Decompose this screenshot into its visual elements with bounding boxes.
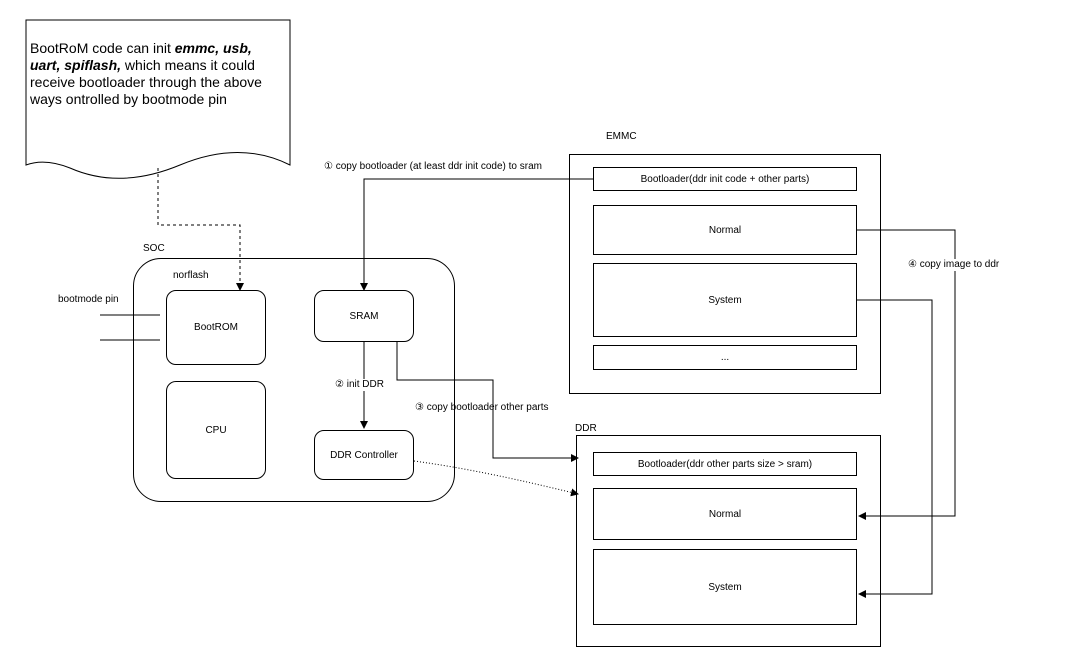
soc-title: SOC [143, 243, 165, 254]
note-bold-1: emmc, usb, [174, 40, 252, 56]
emmc-more-partition: ... [593, 345, 857, 370]
emmc-title: EMMC [606, 131, 637, 142]
step2-label: ② init DDR [335, 379, 384, 391]
step3-label: ③ copy bootloader other parts [415, 402, 549, 413]
bootrom-block: BootROM [166, 290, 266, 365]
note-text-1: BootRoM code can init [30, 40, 175, 56]
ddr-controller-to-ddr-connector [413, 460, 579, 497]
ddr-system-region: System [593, 549, 857, 625]
ddr-normal-region: Normal [593, 488, 857, 540]
emmc-normal-partition: Normal [593, 205, 857, 255]
note-to-bootrom-connector [157, 168, 244, 291]
norflash-label: norflash [173, 270, 209, 281]
step4-label: ④ copy image to ddr [908, 259, 1000, 271]
step4-normal-connector [857, 229, 956, 520]
emmc-bootloader-partition: Bootloader(ddr init code + other parts) [593, 167, 857, 191]
step3-connector [396, 342, 579, 462]
sram-block: SRAM [314, 290, 414, 342]
bootrom-note: BootRoM code can init emmc, usb, uart, s… [30, 40, 280, 108]
emmc-system-partition: System [593, 263, 857, 337]
ddr-title: DDR [575, 423, 597, 434]
step1-connector [360, 178, 593, 291]
emmc-container [569, 154, 881, 394]
note-text-2: which means it could receive bootloader … [30, 57, 262, 107]
bootmode-pin-label: bootmode pin [58, 294, 119, 305]
note-bold-2: uart, spiflash, [30, 57, 122, 73]
cpu-block: CPU [166, 381, 266, 479]
ddr-controller-block: DDR Controller [314, 430, 414, 480]
soc-container [133, 258, 455, 502]
note-shape [25, 19, 291, 179]
ddr-bootloader-region: Bootloader(ddr other parts size > sram) [593, 452, 857, 476]
step1-label: ① copy bootloader (at least ddr init cod… [324, 161, 542, 172]
step4-system-connector [857, 299, 933, 598]
ddr-container [576, 435, 881, 647]
